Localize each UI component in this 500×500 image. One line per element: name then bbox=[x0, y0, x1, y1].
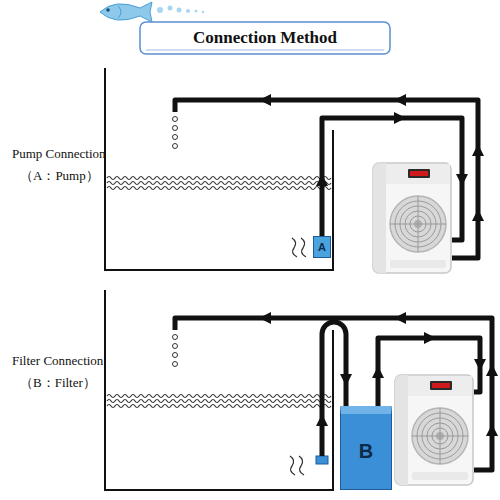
flow-arrowhead bbox=[316, 174, 328, 186]
filter-box: B bbox=[340, 406, 392, 490]
water-surface bbox=[107, 395, 331, 408]
diagram-title: Connection Method bbox=[193, 28, 337, 48]
supply-pipe bbox=[322, 118, 462, 240]
wave-line bbox=[107, 395, 331, 398]
fish-decoration bbox=[100, 2, 204, 22]
flow-arrowhead bbox=[486, 364, 498, 376]
chiller-unit bbox=[373, 163, 451, 273]
title-banner bbox=[140, 22, 390, 54]
connection-label: （A：Pump） bbox=[20, 167, 99, 185]
flow-arrowhead bbox=[340, 374, 352, 386]
flow-arrowhead bbox=[394, 94, 406, 106]
flow-arrowhead bbox=[259, 312, 271, 324]
banner-rule bbox=[146, 50, 384, 51]
pump-box: A bbox=[313, 236, 331, 258]
flow-arrowhead bbox=[456, 174, 468, 186]
connection-label: Pump Connection bbox=[12, 146, 106, 162]
intake-nozzle bbox=[316, 456, 328, 464]
flow-arrowhead bbox=[394, 112, 406, 124]
return-pipe bbox=[175, 318, 492, 470]
wave-line bbox=[107, 177, 331, 180]
wave-line bbox=[107, 400, 331, 403]
suction-swirl bbox=[290, 456, 304, 475]
flow-arrowhead bbox=[259, 94, 271, 106]
flow-arrowhead bbox=[472, 144, 484, 156]
node-label: A bbox=[318, 241, 326, 253]
bubbles bbox=[173, 335, 178, 367]
flow-arrows bbox=[259, 94, 484, 221]
wave-line bbox=[107, 187, 331, 190]
filter-outlet-pipe bbox=[378, 338, 480, 406]
flow-arrowhead bbox=[472, 209, 484, 221]
flow-arrowhead bbox=[372, 366, 384, 378]
node-label: B bbox=[359, 440, 373, 463]
flow-arrowhead bbox=[316, 414, 328, 426]
flow-arrowhead bbox=[486, 424, 498, 436]
flow-arrowhead bbox=[394, 312, 406, 324]
flow-arrowhead bbox=[474, 359, 486, 371]
chiller-unit bbox=[395, 375, 473, 485]
suction-swirl bbox=[292, 238, 306, 257]
connection-label: Filter Connection bbox=[12, 353, 103, 369]
flow-arrowhead bbox=[424, 332, 436, 344]
wave-line bbox=[107, 182, 331, 185]
wave-line bbox=[107, 405, 331, 408]
connection-label: （B：Filter） bbox=[20, 374, 96, 392]
water-surface bbox=[107, 177, 331, 190]
bubbles bbox=[173, 117, 178, 149]
return-pipe bbox=[175, 100, 478, 258]
